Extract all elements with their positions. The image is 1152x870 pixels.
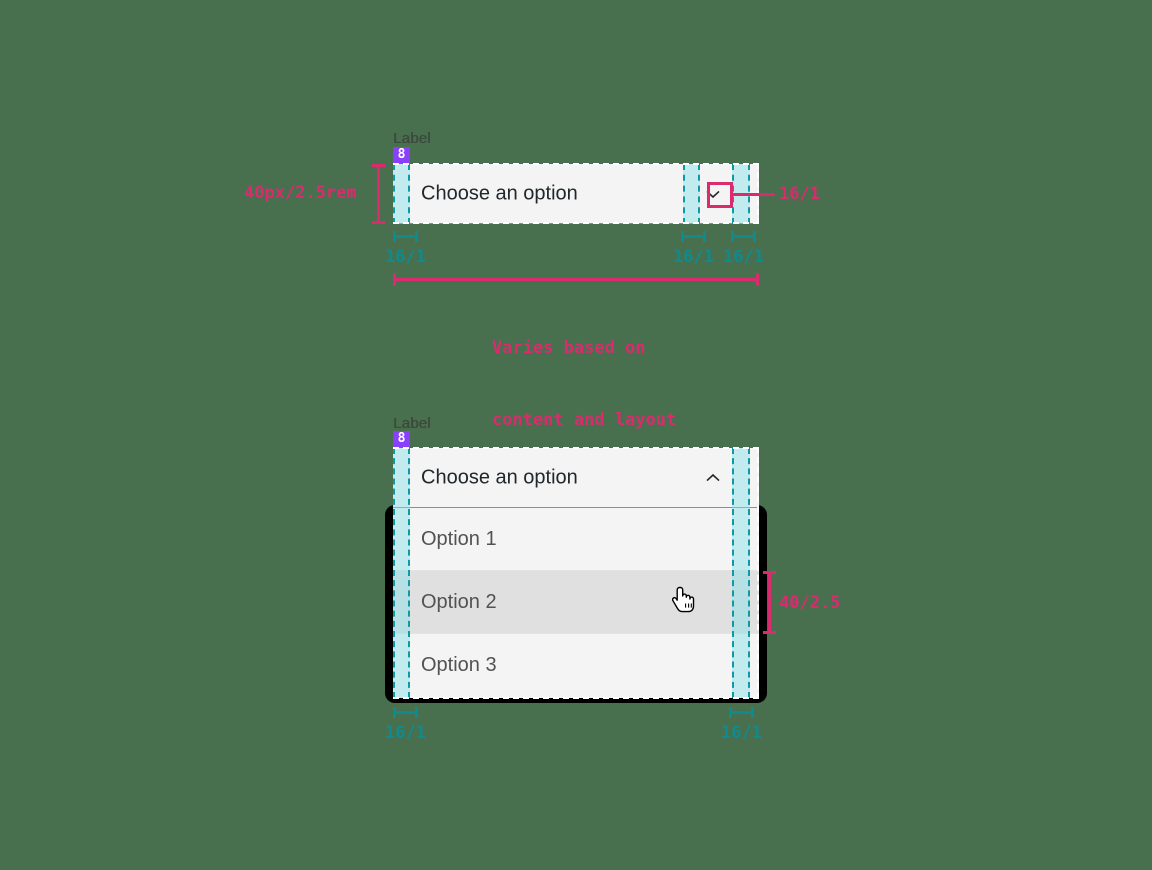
option-label: Option 3 [421, 654, 497, 676]
spacing-badge-8-open: 8 [393, 431, 410, 448]
open-dropdown-field[interactable]: Choose an option [393, 448, 759, 508]
field-bounds-outline [393, 163, 759, 224]
left-padding-label-open: 16/1 [385, 723, 426, 743]
caliper-right-padding [731, 231, 756, 242]
list-item[interactable]: Option 1 [393, 508, 759, 571]
caliper-left-padding [393, 231, 418, 242]
caliper-left-padding-open [393, 707, 418, 718]
left-padding-label: 16/1 [385, 247, 426, 267]
width-note-line-1: Varies based on [492, 338, 646, 358]
closed-dropdown-value: Choose an option [421, 182, 578, 204]
chevron-up-icon[interactable] [705, 470, 721, 486]
caliper-icon-gap [681, 231, 706, 242]
padding-swatch-left-open [393, 448, 410, 698]
spacing-badge-8: 8 [393, 147, 410, 164]
icon-size-box [707, 182, 733, 208]
closed-dropdown-label: Label [393, 130, 431, 147]
right-padding-label: 16/1 [723, 247, 764, 267]
caliper-right-padding-open [729, 707, 754, 718]
list-item[interactable]: Option 3 [393, 634, 759, 697]
option-height-label: 40/2.5 [779, 593, 841, 613]
list-item[interactable]: Option 2 [393, 571, 759, 634]
right-padding-label-open: 16/1 [721, 723, 762, 743]
width-note-line-2: content and layout [492, 410, 677, 430]
height-measure-rule [372, 164, 385, 224]
width-note: Varies based on content and layout [492, 288, 676, 480]
icon-size-leader [733, 193, 775, 196]
pointing-hand-cursor [671, 586, 698, 616]
open-dropdown-value: Choose an option [421, 466, 578, 488]
open-dropdown-label: Label [393, 415, 431, 432]
option-label: Option 2 [421, 590, 497, 613]
icon-size-label: 16/1 [779, 184, 820, 204]
dropdown-options-list[interactable]: Option 1 Option 2 Option 3 [393, 508, 759, 698]
padding-swatch-left [393, 164, 410, 224]
icon-gap-label: 16/1 [673, 247, 714, 267]
open-field-bounds-outline [393, 447, 759, 699]
width-measure-rule [393, 273, 759, 286]
padding-swatch-right-open [732, 448, 750, 698]
height-measure-label: 40px/2.5rem [244, 183, 357, 203]
padding-swatch-icon-gap [683, 164, 700, 224]
option-height-rule [763, 571, 776, 634]
option-label: Option 1 [421, 527, 497, 550]
